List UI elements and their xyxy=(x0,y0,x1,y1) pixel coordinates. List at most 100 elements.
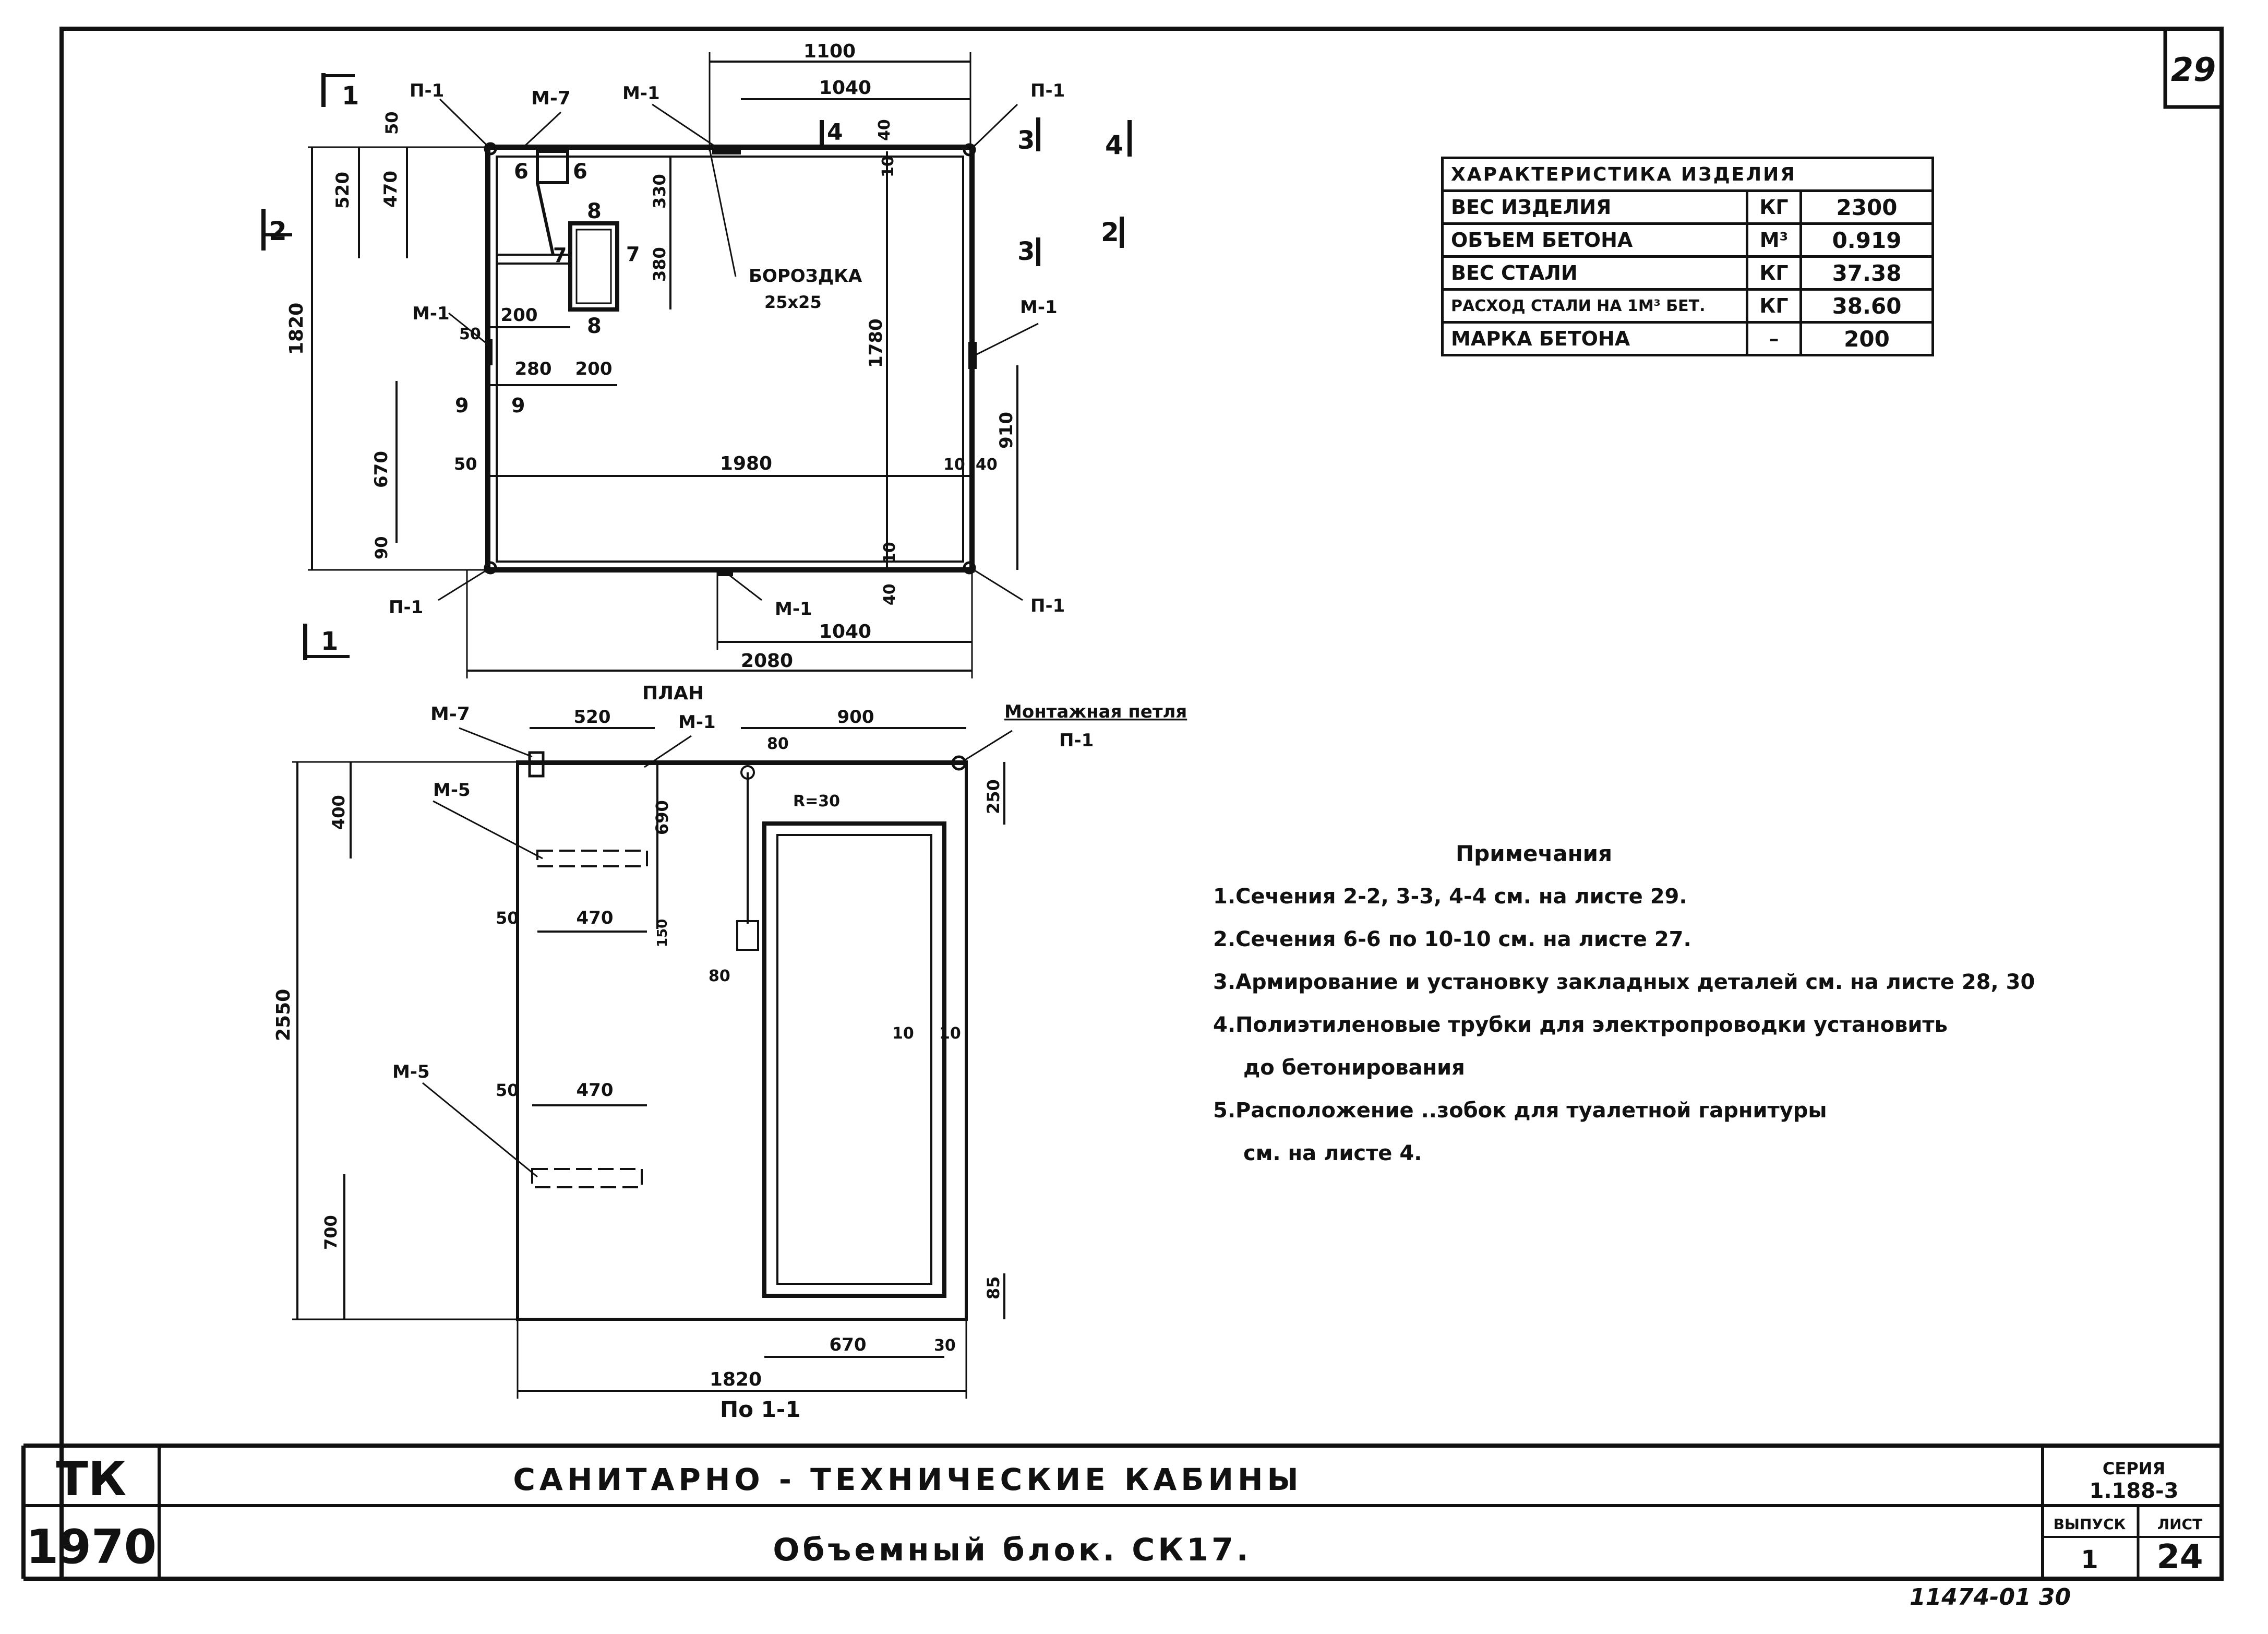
dim-label-670: 670 xyxy=(371,451,392,488)
note-item: 5.Расположение ..зобок для туалетной гар… xyxy=(1213,1099,1827,1123)
sec-dim-label-10b: 10 xyxy=(939,1024,961,1043)
plan-outline xyxy=(485,145,975,573)
zone-9b: 9 xyxy=(511,394,525,417)
sec-dim-label-1820: 1820 xyxy=(710,1369,762,1390)
plan-inner-wall xyxy=(496,156,964,563)
callout-p1-tr: П-1 xyxy=(1030,80,1065,101)
dim-label-200-b: 200 xyxy=(575,359,613,379)
note-item-continuation: до бетонирования xyxy=(1243,1056,1465,1080)
zone-6b: 6 xyxy=(573,160,587,184)
leader-groove xyxy=(709,148,737,277)
tb-title-sub: Объемный блок. СК17. xyxy=(773,1532,1251,1568)
plate-top xyxy=(712,145,741,154)
sec-callout-m5-top: М-5 xyxy=(433,780,471,801)
dim-label-1100: 1100 xyxy=(803,41,856,62)
svg-text:3: 3 xyxy=(1017,237,1035,266)
row-name: ВЕС СТАЛИ xyxy=(1441,255,1748,291)
dim-label-380: 380 xyxy=(650,247,669,282)
dim-label-280: 280 xyxy=(515,359,552,379)
dim-label-40-top: 40 xyxy=(875,119,894,141)
row-value: 0.919 xyxy=(1799,222,1934,258)
sec-dim-label-50-top: 50 xyxy=(496,908,519,928)
m5-plate-top xyxy=(536,850,648,867)
loop-tl xyxy=(484,142,497,156)
loop-bl xyxy=(484,561,497,575)
table-row: ОБЪЕМ БЕТОНА М³ 0.919 xyxy=(1441,222,1934,258)
m5-plate-bottom xyxy=(531,1168,643,1188)
row-value: 37.38 xyxy=(1799,255,1934,291)
tb-year: 1970 xyxy=(26,1520,157,1575)
leader-p1-tl xyxy=(439,98,491,150)
tb-org: ТК xyxy=(56,1452,127,1507)
sec-callout-m1: М-1 xyxy=(678,712,716,733)
section-loop-right xyxy=(951,755,967,771)
zone-6a: 6 xyxy=(514,160,529,184)
svg-text:1: 1 xyxy=(342,81,359,111)
door-outer xyxy=(762,821,946,1298)
zone-8a: 8 xyxy=(587,199,602,223)
plate-right xyxy=(968,342,977,369)
sec-dim-label-470-bot: 470 xyxy=(577,1080,614,1101)
section-mark-1-bottom: 1 xyxy=(303,624,350,660)
sec-dim-label-30: 30 xyxy=(934,1337,956,1355)
plate-bottom xyxy=(717,568,733,576)
plan-title: ПЛАН xyxy=(642,683,704,704)
row-name: ВЕС ИЗДЕЛИЯ xyxy=(1441,189,1748,225)
callout-m1-bottom: М-1 xyxy=(775,599,812,619)
callout-m1-right: М-1 xyxy=(1020,297,1058,318)
note-item: 3.Армирование и установку закладных дета… xyxy=(1213,970,2035,994)
sheet-number-box xyxy=(2163,27,2224,109)
door-inner xyxy=(776,834,932,1285)
note-item: 1.Сечения 2-2, 3-3, 4-4 см. на листе 29. xyxy=(1213,885,1687,909)
notes-block: Примечания 1.Сечения 2-2, 3-3, 4-4 см. н… xyxy=(1213,832,2246,1175)
table-row: МАРКА БЕТОНА – 200 xyxy=(1441,321,1934,356)
row-value: 2300 xyxy=(1799,189,1934,225)
zone-7a: 7 xyxy=(626,243,640,266)
svg-text:4: 4 xyxy=(827,119,843,146)
sec-dim-label-690: 690 xyxy=(652,800,672,835)
dim-label-40-bottom: 40 xyxy=(881,583,899,605)
dim-label-2080: 2080 xyxy=(741,650,793,672)
notes-title: Примечания xyxy=(1456,841,1613,866)
svg-text:2: 2 xyxy=(269,216,287,246)
section-loop-left xyxy=(528,751,545,778)
section-title: По 1-1 xyxy=(720,1397,801,1422)
callout-m1-top: М-1 xyxy=(622,83,660,104)
characteristics-header-row: ХАРАКТЕРИСТИКА ИЗДЕЛИЯ xyxy=(1441,157,1934,192)
tb-title-main: САНИТАРНО - ТЕХНИЧЕСКИЕ КАБИНЫ xyxy=(513,1462,1302,1497)
leader-sec-m1 xyxy=(644,735,692,768)
svg-text:2: 2 xyxy=(1101,217,1119,247)
row-unit: – xyxy=(1746,321,1802,356)
leader-p1-tr xyxy=(969,103,1018,151)
sheet-number: 29 xyxy=(2171,51,2216,89)
duct-diagonal xyxy=(536,182,555,255)
svg-text:4: 4 xyxy=(1105,130,1123,160)
section-mark-4-top: 4 xyxy=(820,119,843,149)
dim-label-50-left: 50 xyxy=(382,111,402,135)
note-item: 4.Полиэтиленовые трубки для электропрово… xyxy=(1213,1013,1948,1037)
top-duct xyxy=(536,150,569,184)
sec-dim-label-85: 85 xyxy=(983,1276,1003,1299)
dim-label-50-mid: 50 xyxy=(459,325,481,343)
characteristics-table: ХАРАКТЕРИСТИКА ИЗДЕЛИЯ ВЕС ИЗДЕЛИЯ КГ 23… xyxy=(1441,157,1934,356)
leader-p1-bl xyxy=(438,567,491,601)
leader-p1-br xyxy=(970,567,1023,601)
callout-p1-br: П-1 xyxy=(1030,595,1065,616)
callout-p1-bl: П-1 xyxy=(389,597,423,618)
archive-number: 11474-01 30 xyxy=(1910,1584,2071,1611)
dim-label-520: 520 xyxy=(332,172,353,209)
section-mark-1-top: 1 xyxy=(321,73,359,111)
zone-8b: 8 xyxy=(587,314,602,338)
row-name: РАСХОД СТАЛИ НА 1М³ БЕТ. xyxy=(1441,288,1748,324)
svg-text:1: 1 xyxy=(321,627,338,656)
note-item: 2.Сечения 6-6 по 10-10 см. на листе 27. xyxy=(1213,927,1691,951)
row-unit: КГ xyxy=(1746,189,1802,225)
section-mark-3-top: 3 xyxy=(1017,117,1040,155)
rod-loop xyxy=(740,765,755,780)
sec-dim-label-700: 700 xyxy=(321,1215,341,1250)
row-unit: КГ xyxy=(1746,288,1802,324)
dim-label-1980: 1980 xyxy=(720,453,772,474)
dim-label-1040-top: 1040 xyxy=(819,77,871,99)
loop-br xyxy=(963,561,976,575)
